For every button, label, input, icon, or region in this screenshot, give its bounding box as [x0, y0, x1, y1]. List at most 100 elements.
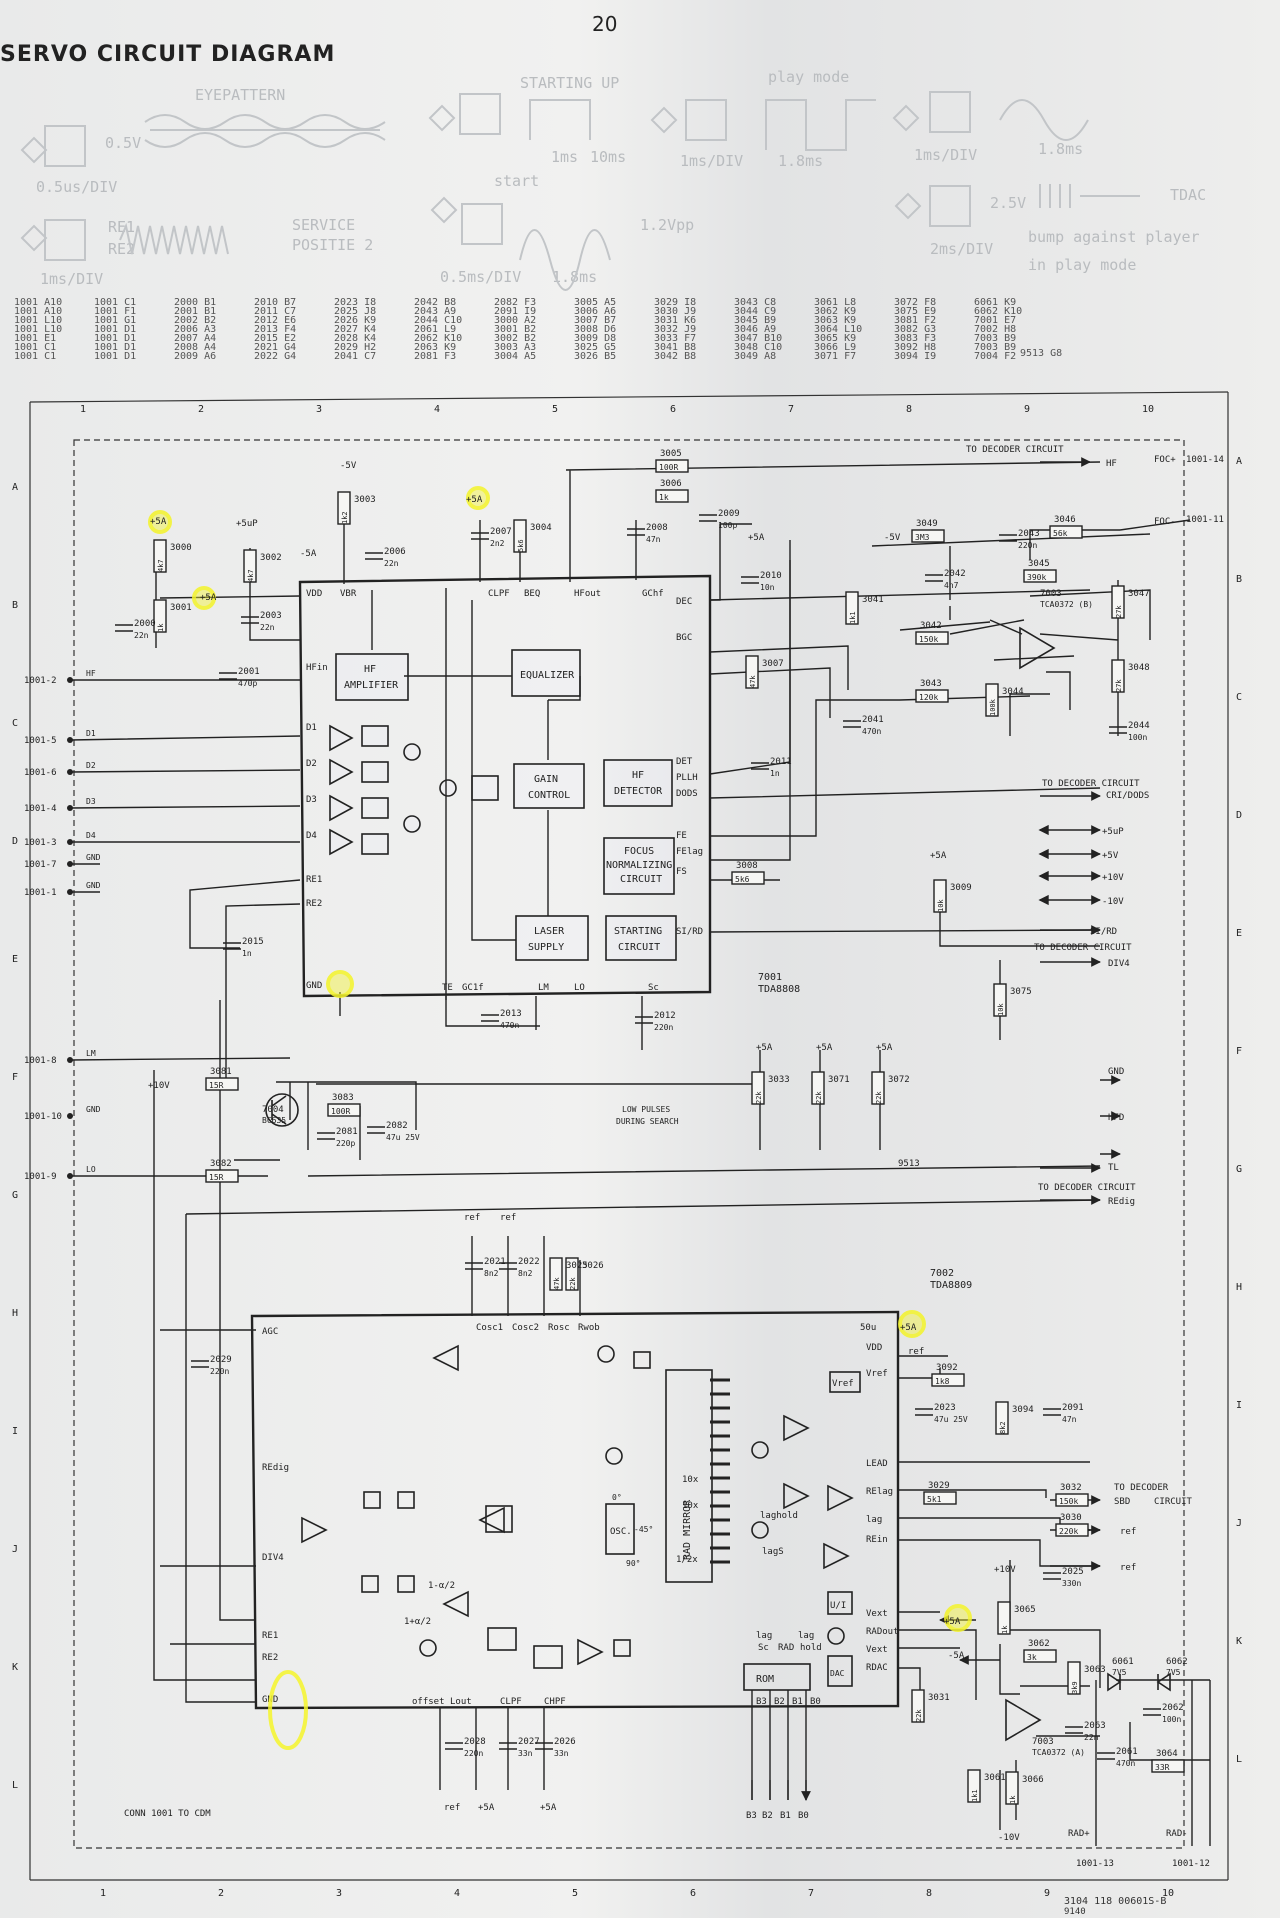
ic-7001-pin-label: D2	[306, 759, 317, 769]
capacitor-ref: 2003	[260, 611, 282, 621]
ic-7002-pin-label: Cosc2	[512, 1323, 539, 1333]
play-div: 1ms/DIV	[680, 152, 744, 170]
block-focus-normalizing: NORMALIZING	[606, 860, 672, 871]
capacitor-2013	[481, 1014, 499, 1022]
capacitor-value: 470n	[500, 1021, 519, 1030]
resistor-value: 3k9	[1071, 1681, 1079, 1694]
resistor-3009	[933, 879, 947, 913]
resistor-ref: 3075	[1010, 987, 1032, 997]
capacitor-plates	[1109, 726, 1127, 734]
resistor-body	[513, 519, 527, 553]
annotation-half: 1/2x	[676, 1555, 698, 1565]
resistor-body	[655, 459, 689, 473]
capacitor-2001	[219, 672, 237, 680]
resistor-value: 150k	[919, 635, 938, 644]
right-connection-label: HF	[1106, 459, 1117, 469]
ic-7001-pin-label: LO	[574, 983, 585, 993]
supply-label: +5A	[876, 1043, 893, 1053]
capacitor-value: 47n	[646, 535, 661, 544]
resistor-3005	[655, 459, 689, 473]
resistor-value: 15R	[209, 1173, 224, 1182]
resistor-value: 150k	[1059, 1497, 1078, 1506]
capacitor-value: 10n	[760, 583, 775, 592]
grid-row-label: J	[1236, 1518, 1242, 1529]
resistor-body	[565, 1257, 579, 1291]
capacitor-2063	[1065, 1726, 1083, 1734]
resistor-3062	[1023, 1649, 1057, 1663]
supply-label: -10V	[998, 1833, 1020, 1843]
block-rom: ROM	[756, 1674, 774, 1685]
resistor-value: 1k	[1001, 1625, 1009, 1634]
ic-7001-type: TDA8808	[758, 984, 800, 995]
grid-row-label: H	[12, 1308, 18, 1319]
grid-column-label: 6	[690, 1888, 696, 1899]
right-connection-label: CIRCUIT	[1154, 1497, 1193, 1507]
block-gain-control: GAIN	[534, 774, 558, 785]
ic-7001-pin-label: DODS	[676, 789, 698, 799]
ic-7001-pin-label: SI/RD	[676, 927, 703, 937]
capacitor-2028	[445, 1742, 463, 1750]
right-connection-label: 1001-14	[1186, 455, 1224, 465]
resistor-3031	[911, 1689, 925, 1723]
resistor-value: 22k	[915, 1709, 923, 1722]
ic-7002-pin-label: Vref	[866, 1369, 888, 1379]
supply-label: +5A	[944, 1617, 961, 1627]
connector-1001-2: 1001-2	[24, 676, 57, 686]
connector-pin	[67, 861, 73, 867]
ic-7002-pin-label: Cosc1	[476, 1323, 503, 1333]
resistor-3000	[153, 539, 167, 573]
grid-row-label: K	[12, 1662, 18, 1673]
semiconductor-ref: 7003	[1040, 589, 1062, 599]
ic-7002-pin-label: RE2	[262, 1653, 278, 1663]
resistor-3044	[985, 683, 999, 717]
capacitor-ref: 2029	[210, 1355, 232, 1365]
re1-faint: RE1	[108, 218, 136, 236]
resistor-value: 1k	[157, 623, 165, 632]
resistor-body	[1111, 659, 1125, 693]
capacitor-2026	[535, 1742, 553, 1750]
eye-pattern-title: EYEPATTERN	[195, 86, 286, 104]
semiconductor-ref: 6061	[1112, 1657, 1134, 1667]
connector-signal-label: D4	[86, 831, 96, 840]
connector-signal-label: HF	[86, 669, 96, 678]
block-oscillator: OSC.	[610, 1527, 632, 1537]
grid-row-label: C	[1236, 692, 1242, 703]
annotation-laghold: laghold	[760, 1511, 798, 1521]
capacitor-plates	[223, 942, 241, 950]
supply-label: -5A	[948, 1651, 965, 1661]
capacitor-plates	[535, 1742, 553, 1750]
capacitor-ref: 2023	[934, 1403, 956, 1413]
capacitor-2008	[627, 528, 645, 536]
supply-label: ref	[500, 1213, 516, 1223]
grid-column-label: 7	[788, 404, 794, 415]
ic-7002-blocks	[301, 1344, 861, 1691]
block-starting-circuit: STARTING	[614, 926, 662, 937]
grid-row-label: A	[1236, 456, 1242, 467]
grid-column-label: 9	[1044, 1888, 1050, 1899]
resistor-body	[931, 1373, 965, 1387]
ic-7001-pin-label: HFout	[574, 589, 601, 599]
resistor-value: 4k7	[157, 559, 165, 572]
grid-column-label: 2	[218, 1888, 224, 1899]
resistor-ref: 3032	[1060, 1483, 1082, 1493]
grid-column-label: 9	[1024, 404, 1030, 415]
capacitor-2007	[471, 532, 489, 540]
resistor-body	[243, 549, 257, 583]
capacitor-ref: 2022	[518, 1257, 540, 1267]
right-connection-label: REdig	[1108, 1197, 1135, 1207]
right-connection-label: CRI/DODS	[1106, 791, 1149, 801]
supply-label: +5A	[150, 517, 167, 527]
ic-7001-pin-label: HFin	[306, 663, 328, 673]
annotation-x10: 10x	[682, 1475, 699, 1485]
grid-row-label: G	[1236, 1164, 1242, 1175]
position-table-column: 2023 I8 2025 J8 2026 K9 2027 K4 2028 K4 …	[334, 297, 377, 362]
resistor-value: 47k	[553, 1277, 561, 1290]
grid-row-label: J	[12, 1544, 18, 1555]
position-table-column: 3029 I8 3030 J9 3031 K6 3032 J9 3033 F7 …	[654, 297, 697, 362]
resistor-ref: 3048	[1128, 663, 1150, 673]
semiconductor-ref: 6062	[1166, 1657, 1188, 1667]
connector-pin	[67, 1113, 73, 1119]
capacitor-plates	[191, 1360, 209, 1368]
connector-pin	[67, 737, 73, 743]
capacitor-2061	[1097, 1752, 1115, 1760]
